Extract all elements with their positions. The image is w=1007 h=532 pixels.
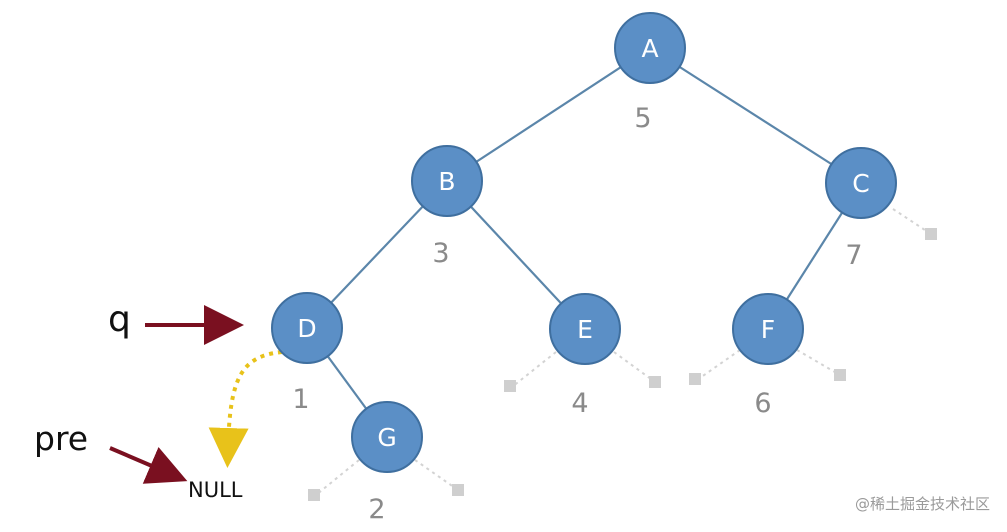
order-label-c: 7	[845, 240, 862, 271]
null-child-marker	[689, 373, 701, 385]
pointer-pre-arrow	[109, 446, 188, 484]
null-child-link	[892, 208, 932, 235]
edge-a-c	[649, 47, 862, 184]
node-f: F	[732, 293, 804, 365]
node-label: E	[577, 315, 593, 344]
null-child-link	[511, 351, 557, 388]
tree-edges	[306, 47, 862, 438]
null-child-marker	[452, 484, 464, 496]
null-child-link	[414, 459, 459, 491]
null-child-link	[613, 351, 656, 383]
null-child-marker	[504, 380, 516, 392]
null-child-marker	[308, 489, 320, 501]
order-label-b: 3	[432, 238, 449, 269]
node-label: C	[852, 169, 869, 198]
node-d: D	[271, 292, 343, 364]
node-b: B	[411, 145, 483, 217]
null-child-link	[796, 349, 841, 376]
node-c: C	[825, 147, 897, 219]
order-label-f: 6	[754, 388, 771, 419]
pointer-pre-label: pre	[34, 419, 88, 458]
thread-arrow	[208, 350, 283, 468]
null-child-link	[315, 459, 360, 496]
node-label: D	[297, 314, 316, 343]
node-label: G	[377, 423, 396, 452]
node-label: A	[641, 34, 658, 63]
node-label: F	[761, 315, 775, 344]
order-label-a: 5	[634, 103, 651, 134]
null-label: NULL	[188, 478, 243, 502]
order-label-e: 4	[571, 388, 588, 419]
null-children	[308, 208, 937, 501]
node-e: E	[549, 293, 621, 365]
node-a: A	[614, 12, 686, 84]
edge-a-b	[446, 47, 651, 182]
node-g: G	[351, 401, 423, 473]
node-label: B	[438, 167, 455, 196]
null-child-marker	[649, 376, 661, 388]
null-child-link	[696, 349, 741, 381]
order-label-g: 2	[368, 494, 385, 525]
pointer-q-label: q	[108, 299, 131, 340]
null-child-marker	[925, 228, 937, 240]
order-label-d: 1	[292, 384, 309, 415]
watermark: @稀土掘金技术社区	[855, 495, 990, 513]
null-child-marker	[834, 369, 846, 381]
